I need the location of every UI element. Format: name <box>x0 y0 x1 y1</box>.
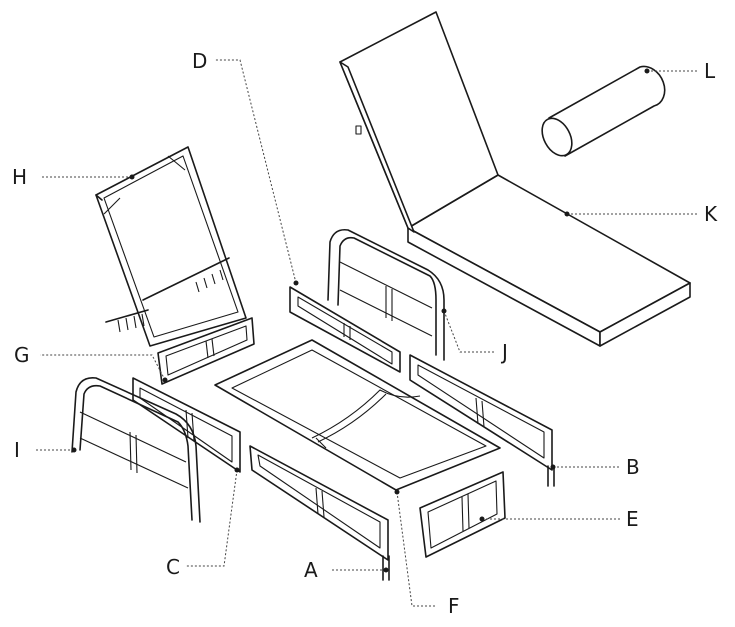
label-i: I <box>14 438 20 462</box>
part-h-backrest-frame <box>95 146 247 347</box>
label-b: B <box>626 455 640 479</box>
label-f: F <box>448 594 460 618</box>
label-j: J <box>500 340 508 364</box>
label-l: L <box>704 59 716 83</box>
label-g: G <box>14 343 30 367</box>
label-c: C <box>166 555 180 579</box>
part-c-side-rail <box>132 377 241 473</box>
part-d-side-rail <box>289 286 401 373</box>
part-k-cushion <box>339 11 691 347</box>
callout-labels: A B C D E F G H I J K L <box>12 49 718 618</box>
part-i-arm-frame <box>71 376 201 523</box>
part-f-seat-frame <box>214 339 501 491</box>
leader-lines <box>36 59 698 607</box>
part-j-arm-frame <box>327 228 445 361</box>
part-g-lower-panel <box>157 317 255 385</box>
part-b-side-rail <box>409 354 555 487</box>
label-e: E <box>626 507 639 531</box>
label-k: K <box>704 202 718 226</box>
label-h: H <box>12 165 27 189</box>
label-d: D <box>192 49 207 73</box>
part-e-end-panel <box>419 471 506 558</box>
part-a-front-rail <box>249 445 390 581</box>
label-a: A <box>304 558 318 582</box>
part-l-bolster-pillow <box>541 65 666 157</box>
